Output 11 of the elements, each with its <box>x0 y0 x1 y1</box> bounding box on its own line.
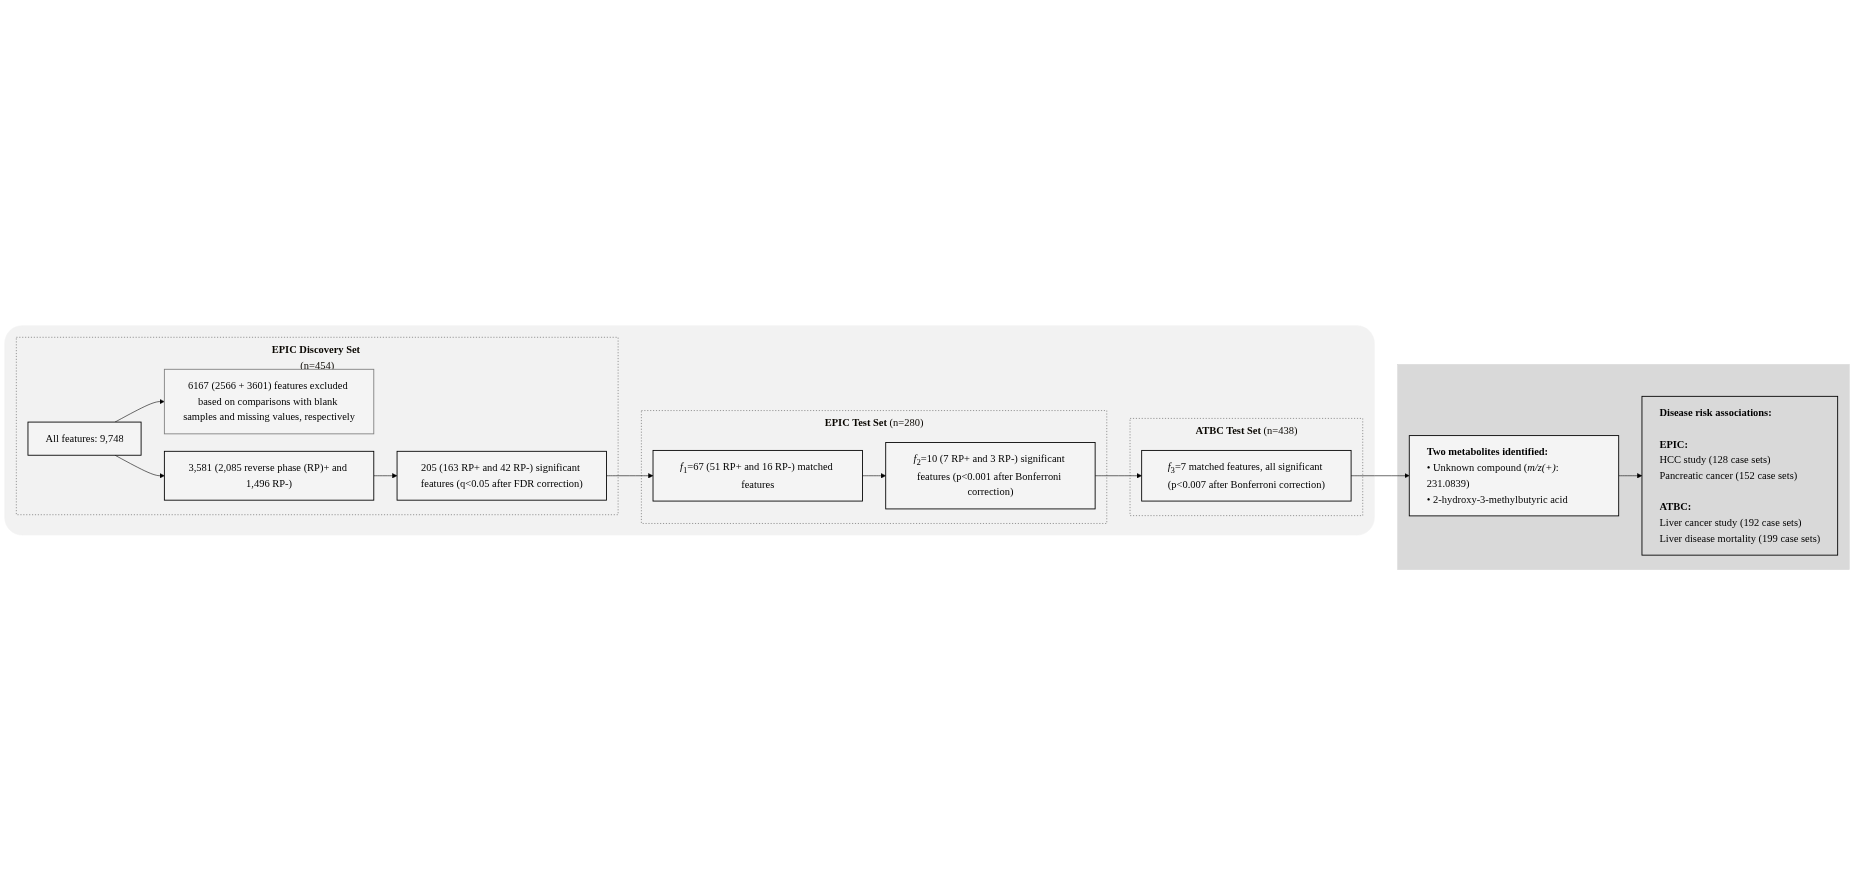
cluster <box>4 325 1375 536</box>
node-box: Disease risk associations: EPIC: HCC study (128 case sets) Pancreatic cancer (152 case sets) ATBC: Liver cancer study (192 case sets) Liver disease mortality (199 case sets) <box>1641 395 1839 556</box>
node-box: f$_{1}$=67 (51 RP+ and 16 RP-) matched features <box>652 449 863 502</box>
cluster <box>1397 363 1850 570</box>
node-box: 205 (163 RP+ and 42 RP-) significant features (q<0.05 after FDR correction) <box>396 450 607 501</box>
node-box: All features: 9,748 <box>27 421 142 456</box>
node-box: Two metabolites identified: • Unknown compound (m/z(+): 231.0839) • 2-hydroxy-3-methylbutyric acid <box>1408 435 1620 517</box>
node-box: 3,581 (2,085 reverse phase (RP)+ and 1,496 RP-) <box>163 450 375 501</box>
node-box: f$_{3}$=7 matched features, all significant (p<0.007 after Bonferroni correction) <box>1141 449 1352 502</box>
node-box: 6167 (2566 + 3601) features excluded based on comparisons with blank samples and missing values, respectively <box>163 368 375 435</box>
node-box: f$_{2}$=10 (7 RP+ and 3 RP-) significant features (p<0.001 after Bonferroni correction) <box>885 441 1096 510</box>
